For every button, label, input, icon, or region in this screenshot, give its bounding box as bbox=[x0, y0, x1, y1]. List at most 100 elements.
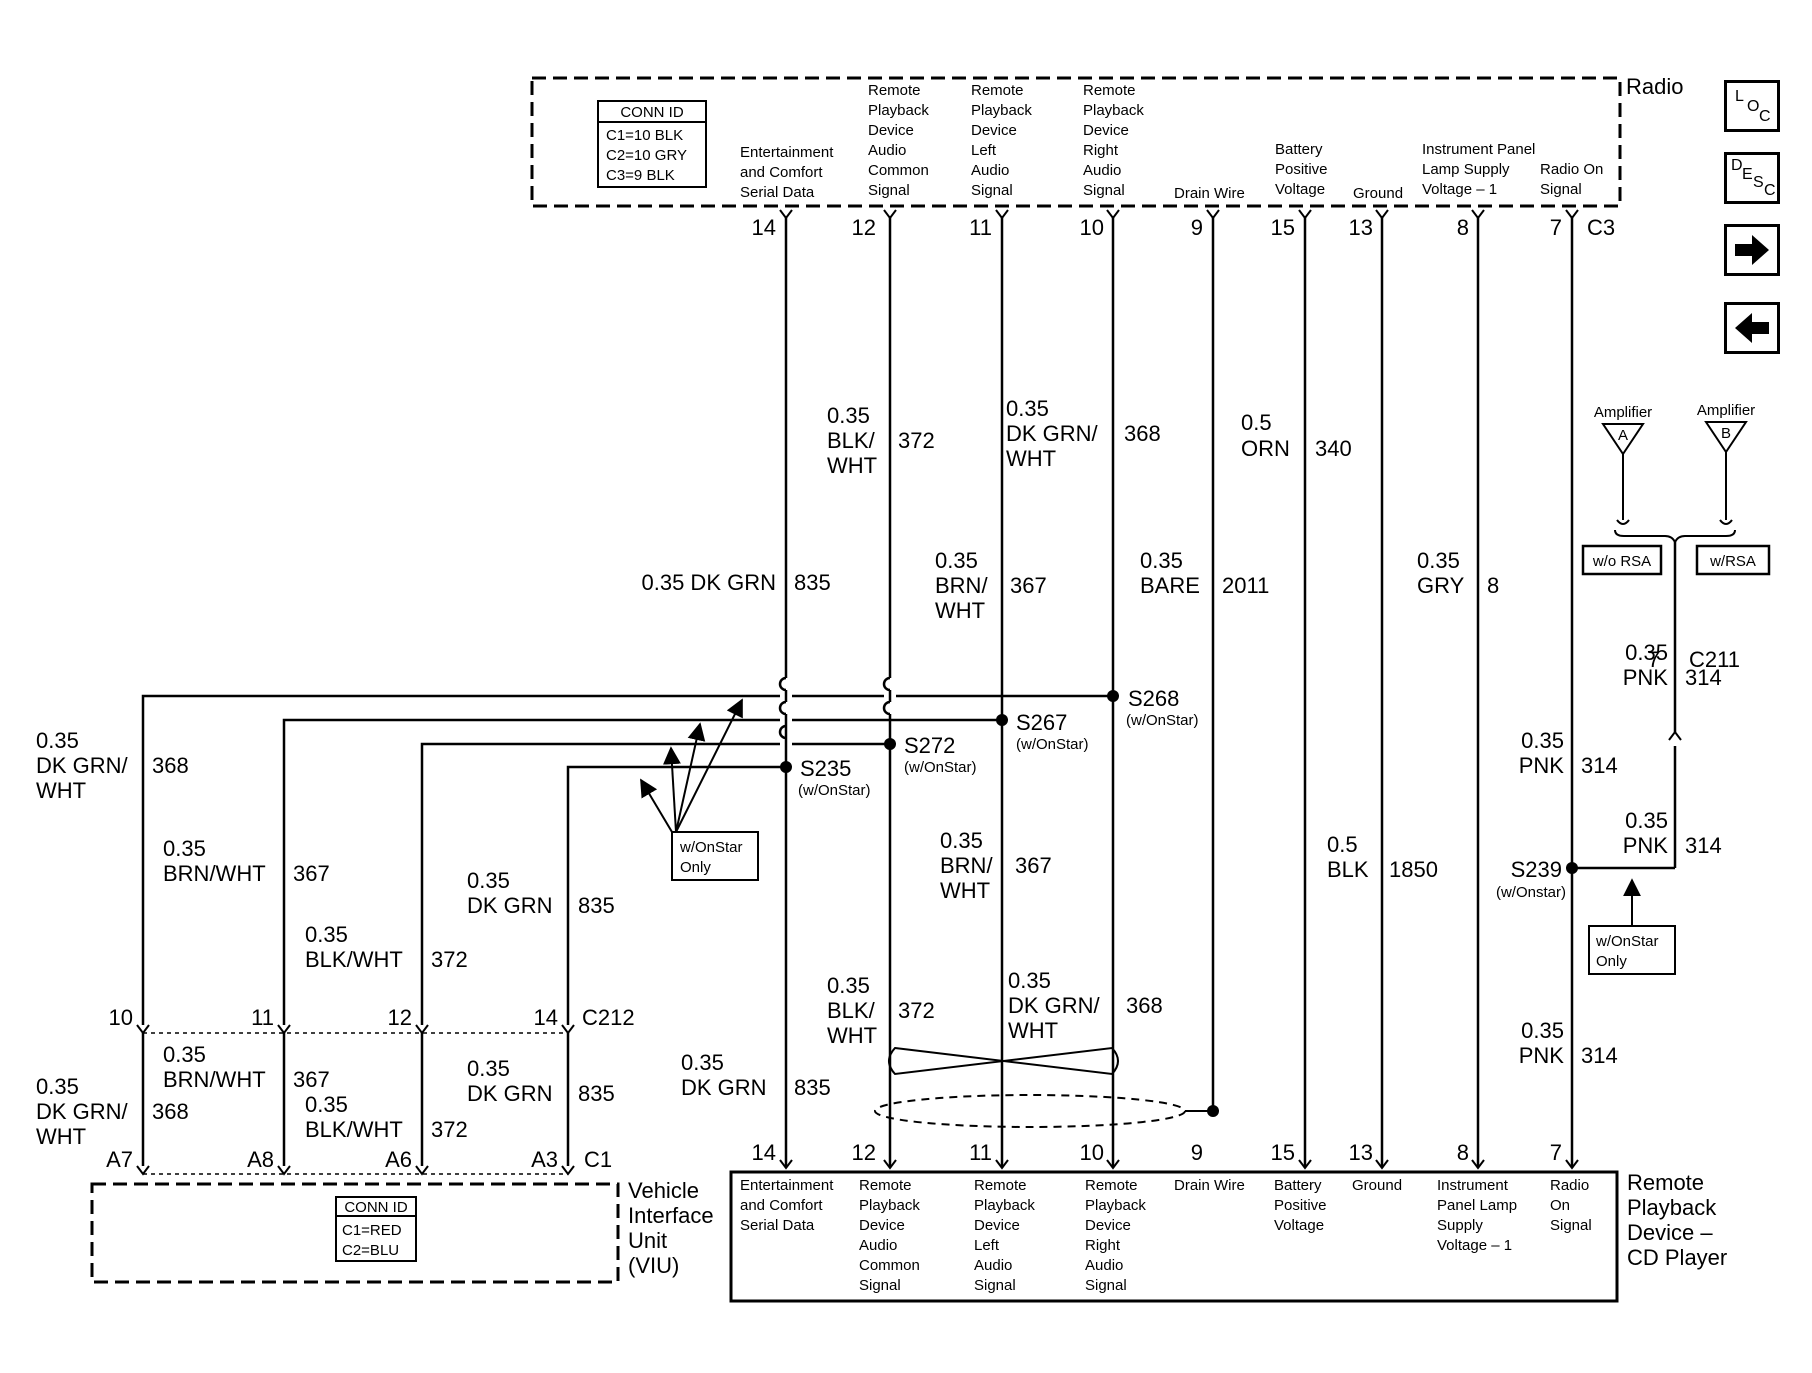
svg-text:PNK: PNK bbox=[1519, 753, 1565, 778]
svg-text:Entertainment: Entertainment bbox=[740, 144, 834, 161]
loc-letter-l: L bbox=[1735, 88, 1744, 105]
svg-text:Device: Device bbox=[868, 122, 914, 139]
splice-s268 bbox=[1107, 690, 1119, 702]
svg-text:368: 368 bbox=[152, 1099, 189, 1124]
svg-text:Instrument: Instrument bbox=[1437, 1177, 1509, 1194]
svg-text:835: 835 bbox=[578, 893, 615, 918]
svg-text:DK GRN: DK GRN bbox=[467, 893, 553, 918]
svg-text:Amplifier: Amplifier bbox=[1594, 404, 1652, 421]
amplifier-brace bbox=[1572, 529, 1736, 870]
svg-text:12: 12 bbox=[852, 215, 876, 240]
svg-text:Playback: Playback bbox=[974, 1197, 1035, 1214]
svg-text:314: 314 bbox=[1685, 833, 1722, 858]
loc-letter-c: C bbox=[1759, 108, 1771, 125]
svg-text:0.35: 0.35 bbox=[1008, 968, 1051, 993]
cd-player-box bbox=[729, 1170, 1619, 1303]
svg-text:GRY: GRY bbox=[1417, 573, 1465, 598]
svg-text:w/o RSA: w/o RSA bbox=[1592, 553, 1651, 570]
svg-text:0.35: 0.35 bbox=[1521, 728, 1564, 753]
svg-text:DK GRN: DK GRN bbox=[681, 1075, 767, 1100]
desc-button[interactable]: D E S C bbox=[1724, 152, 1780, 204]
svg-text:Playback: Playback bbox=[1083, 102, 1144, 119]
svg-text:368: 368 bbox=[152, 753, 189, 778]
svg-text:C1=RED: C1=RED bbox=[342, 1222, 402, 1239]
desc-letter-s: S bbox=[1753, 174, 1764, 191]
svg-text:0.35: 0.35 bbox=[1140, 548, 1183, 573]
svg-text:Playback: Playback bbox=[868, 102, 929, 119]
svg-text:PNK: PNK bbox=[1623, 833, 1669, 858]
svg-text:BLK/: BLK/ bbox=[827, 428, 876, 453]
svg-text:A8: A8 bbox=[247, 1147, 274, 1172]
svg-text:(w/OnStar): (w/OnStar) bbox=[1126, 712, 1199, 729]
svg-text:Device: Device bbox=[974, 1217, 1020, 1234]
svg-text:Remote: Remote bbox=[1083, 82, 1136, 99]
svg-text:CD Player: CD Player bbox=[1627, 1245, 1727, 1270]
svg-text:Amplifier: Amplifier bbox=[1697, 402, 1755, 419]
pnk-wire-labels: 0.35 PNK 314 0.35 PNK 314 0.35 PNK 314 0… bbox=[1519, 640, 1722, 1068]
svg-text:372: 372 bbox=[431, 1117, 468, 1142]
svg-text:Device: Device bbox=[1083, 122, 1129, 139]
svg-text:Radio On: Radio On bbox=[1540, 161, 1603, 178]
svg-text:Common: Common bbox=[859, 1257, 920, 1274]
svg-text:BLK: BLK bbox=[1327, 857, 1369, 882]
svg-text:314: 314 bbox=[1581, 1043, 1618, 1068]
svg-text:BRN/: BRN/ bbox=[935, 573, 988, 598]
svg-text:12: 12 bbox=[388, 1005, 412, 1030]
svg-text:PNK: PNK bbox=[1623, 665, 1669, 690]
amplifier-a: Amplifier A w/o RSA bbox=[1581, 404, 1663, 576]
desc-letter-c: C bbox=[1764, 182, 1776, 199]
svg-text:DK GRN: DK GRN bbox=[467, 1081, 553, 1106]
svg-text:10: 10 bbox=[109, 1005, 133, 1030]
loc-letter-o: O bbox=[1747, 98, 1760, 115]
svg-text:w/OnStar: w/OnStar bbox=[1595, 933, 1659, 950]
next-button[interactable] bbox=[1724, 224, 1780, 276]
svg-text:0.35: 0.35 bbox=[1521, 1018, 1564, 1043]
svg-text:Only: Only bbox=[1596, 953, 1627, 970]
splice-s272 bbox=[884, 738, 896, 750]
svg-text:Audio: Audio bbox=[971, 162, 1009, 179]
svg-text:BRN/: BRN/ bbox=[940, 853, 993, 878]
wire-crossovers bbox=[778, 676, 891, 740]
svg-text:8: 8 bbox=[1487, 573, 1499, 598]
svg-text:372: 372 bbox=[431, 947, 468, 972]
mid-wire-labels: 0.35 BRN/ WHT 367 0.5 BLK 1850 bbox=[940, 828, 1438, 903]
svg-text:13: 13 bbox=[1349, 215, 1373, 240]
svg-text:0.35: 0.35 bbox=[827, 973, 870, 998]
svg-text:Signal: Signal bbox=[868, 182, 910, 199]
svg-text:11: 11 bbox=[969, 215, 992, 240]
svg-text:S239: S239 bbox=[1511, 857, 1562, 882]
svg-text:On: On bbox=[1550, 1197, 1570, 1214]
svg-text:367: 367 bbox=[1015, 853, 1052, 878]
svg-text:Playback: Playback bbox=[1627, 1195, 1717, 1220]
c211-pin: 7 bbox=[1648, 647, 1660, 672]
svg-text:372: 372 bbox=[898, 428, 935, 453]
svg-text:WHT: WHT bbox=[1006, 446, 1056, 471]
svg-text:0.35: 0.35 bbox=[36, 728, 79, 753]
twisted-pair-shield bbox=[874, 1046, 1213, 1128]
svg-text:w/RSA: w/RSA bbox=[1709, 553, 1756, 570]
svg-text:Remote: Remote bbox=[971, 82, 1024, 99]
svg-text:Signal: Signal bbox=[971, 182, 1013, 199]
svg-text:1850: 1850 bbox=[1389, 857, 1438, 882]
svg-text:S235: S235 bbox=[800, 756, 851, 781]
svg-text:0.35: 0.35 bbox=[1625, 808, 1668, 833]
svg-text:WHT: WHT bbox=[935, 598, 985, 623]
svg-text:Battery: Battery bbox=[1275, 141, 1323, 158]
svg-text:367: 367 bbox=[1010, 573, 1047, 598]
loc-button[interactable]: L O C bbox=[1724, 80, 1780, 132]
svg-text:Right: Right bbox=[1085, 1237, 1121, 1254]
c211-name: C211 bbox=[1689, 647, 1740, 672]
prev-button[interactable] bbox=[1724, 302, 1780, 354]
svg-text:7: 7 bbox=[1550, 215, 1562, 240]
svg-text:314: 314 bbox=[1685, 665, 1722, 690]
svg-text:DK GRN/: DK GRN/ bbox=[36, 753, 129, 778]
svg-text:0.35: 0.35 bbox=[1006, 396, 1049, 421]
svg-text:7: 7 bbox=[1550, 1140, 1562, 1165]
svg-text:w/OnStar: w/OnStar bbox=[679, 839, 743, 856]
svg-text:Voltage: Voltage bbox=[1275, 181, 1325, 198]
svg-text:0.35: 0.35 bbox=[36, 1074, 79, 1099]
svg-text:15: 15 bbox=[1271, 1140, 1295, 1165]
svg-text:9: 9 bbox=[1191, 1140, 1203, 1165]
svg-text:0.5: 0.5 bbox=[1241, 410, 1272, 435]
svg-text:Radio: Radio bbox=[1550, 1177, 1589, 1194]
